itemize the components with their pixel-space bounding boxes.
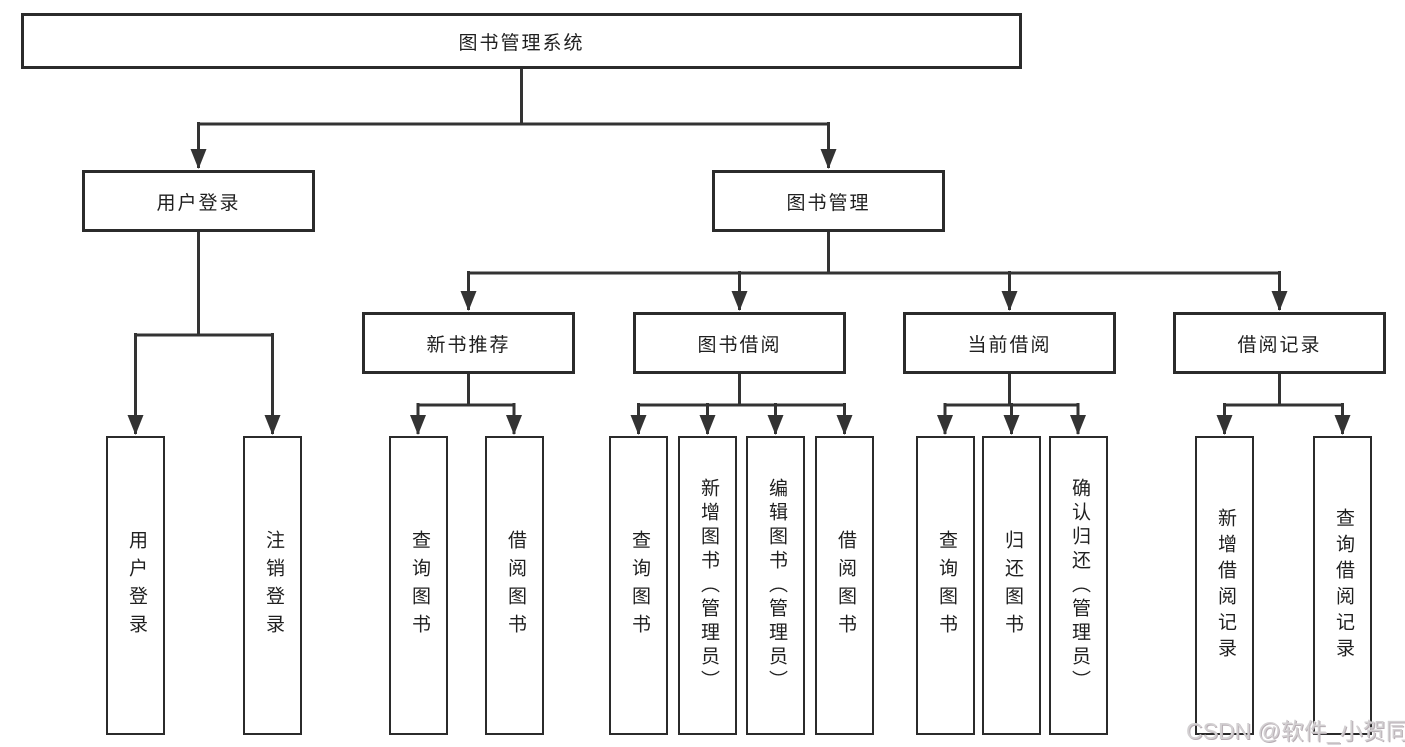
leaf-query-borrow-record: 查询借阅记录 [1313, 436, 1372, 735]
leaf-return-books: 归还图书 [982, 436, 1041, 735]
leaf-query-books-newrec: 查询图书 [389, 436, 448, 735]
node-book-borrowing: 图书借阅 [633, 312, 846, 374]
node-label: 图书管理系统 [458, 32, 585, 54]
leaf-user-login: 用户登录 [106, 436, 165, 735]
node-book-management: 图书管理 [712, 170, 945, 232]
node-new-book-recommendation: 新书推荐 [362, 312, 575, 374]
leaf-confirm-return-admin: 确认归还（管理员） [1049, 436, 1108, 735]
node-user-login: 用户登录 [82, 170, 315, 232]
node-library-management-system: 图书管理系统 [21, 13, 1022, 69]
leaf-query-books-borrow: 查询图书 [609, 436, 668, 735]
leaf-logout-login: 注销登录 [243, 436, 302, 735]
watermark: CSDN @软件_小贺同学 [1186, 718, 1405, 744]
node-borrowing-records: 借阅记录 [1173, 312, 1386, 374]
node-label: 图书管理 [786, 192, 871, 214]
node-current-borrowing: 当前借阅 [903, 312, 1116, 374]
node-label: 图书借阅 [697, 334, 782, 356]
leaf-add-borrow-record: 新增借阅记录 [1195, 436, 1254, 735]
leaf-add-books-admin: 新增图书（管理员） [678, 436, 737, 735]
node-label: 用户登录 [156, 192, 241, 214]
leaf-query-books-current: 查询图书 [916, 436, 975, 735]
leaf-borrow-books: 借阅图书 [815, 436, 874, 735]
node-label: 当前借阅 [967, 334, 1052, 356]
node-label: 新书推荐 [426, 334, 511, 356]
leaf-borrow-books-newrec: 借阅图书 [485, 436, 544, 735]
leaf-edit-books-admin: 编辑图书（管理员） [746, 436, 805, 735]
node-label: 借阅记录 [1237, 334, 1322, 356]
